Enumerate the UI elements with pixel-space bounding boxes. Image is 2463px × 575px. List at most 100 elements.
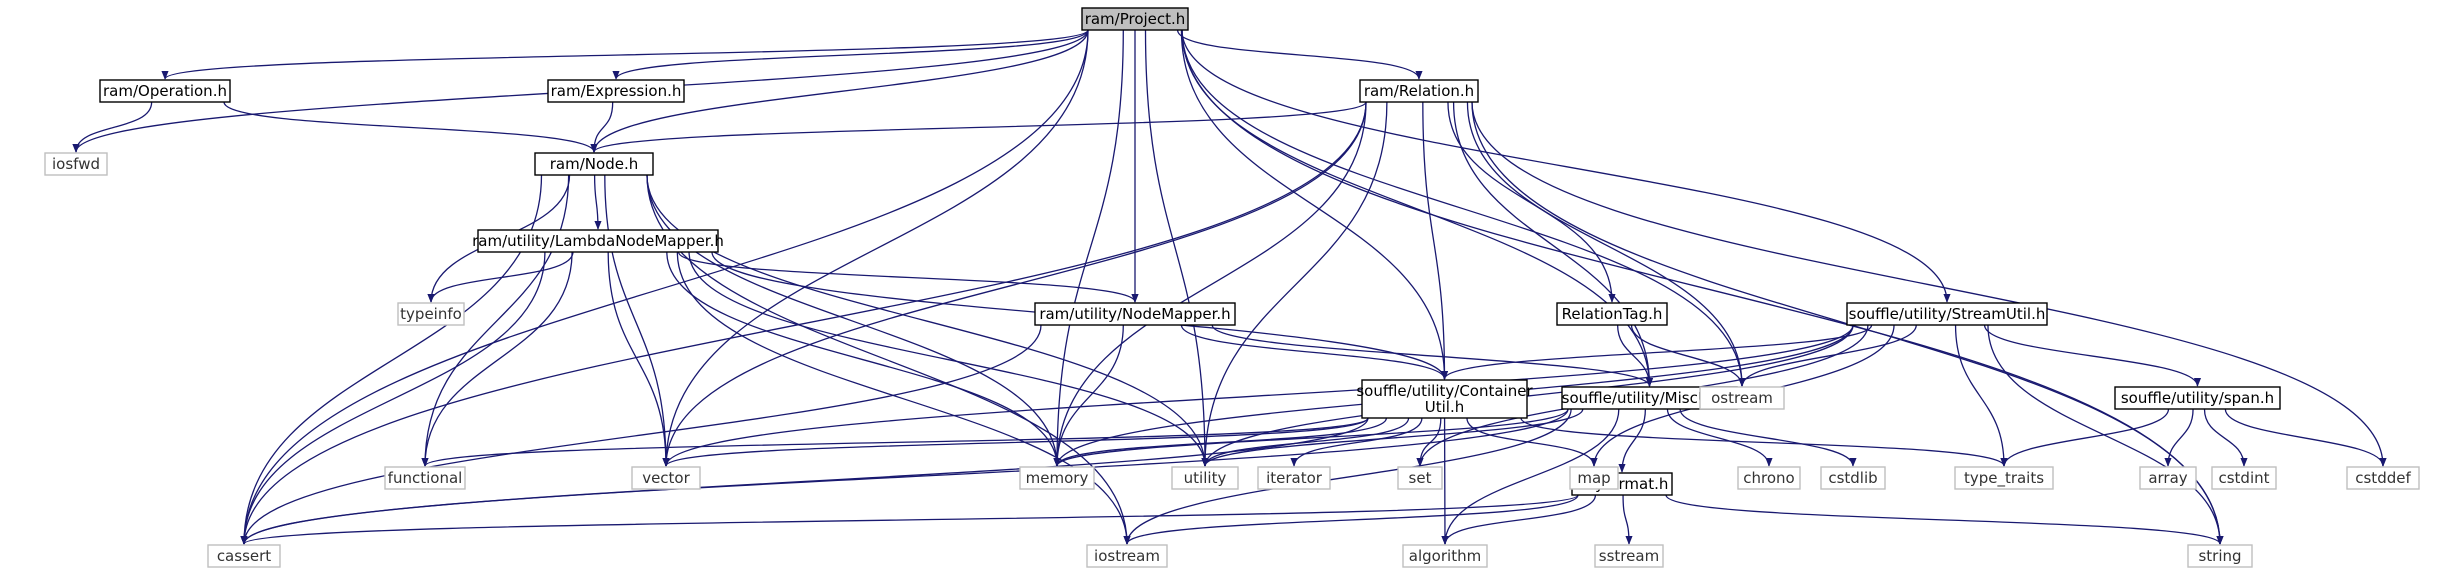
node-miscutil[interactable]: souffle/utility/MiscUtil.h [1561, 386, 1738, 410]
edge-lambdanm-to-memory [666, 251, 1061, 467]
node-box [2211, 466, 2277, 490]
edge-project-to-utility [1144, 29, 1209, 467]
edge-containerutil-to-utility [1201, 417, 1410, 467]
node-map: map [1569, 466, 1619, 490]
node-sstream: sstream [1594, 544, 1664, 568]
edge-tinyformat-to-string [1665, 494, 2224, 545]
node-box [1594, 544, 1664, 568]
node-string: string [2187, 544, 2253, 568]
node-label: ram/Operation.h [103, 82, 227, 100]
edge-project-to-string [1181, 29, 2224, 545]
node-iosfwd: iosfwd [44, 152, 108, 176]
node-box [477, 229, 719, 253]
node-set: set [1397, 466, 1443, 490]
node-label: array [2148, 469, 2187, 487]
edge-containerutil-to-functional [421, 417, 1369, 467]
node-box [2187, 544, 2253, 568]
node-box [1737, 466, 1801, 490]
node-label: ram/Node.h [550, 155, 638, 173]
node-box [534, 152, 654, 176]
edge-streamutil-to-utility [1201, 324, 1854, 467]
node-label: chrono [1743, 469, 1794, 487]
node-label: utility [1184, 469, 1227, 487]
edge-nodemapper-to-miscutil [1211, 324, 1653, 387]
edge-relation-to-ostream [1466, 101, 1746, 387]
node-box [1034, 302, 1236, 326]
edge-tinyformat-to-algorithm [1441, 494, 1597, 545]
edge-nodemapper-to-memory [1053, 324, 1124, 467]
node-label: ram/Relation.h [1364, 82, 1474, 100]
node-relation[interactable]: ram/Relation.h [1359, 79, 1479, 103]
edge-lambdanm-to-nodemapper [677, 251, 1139, 303]
node-box [1361, 379, 1528, 419]
node-box [1257, 466, 1331, 490]
node-label: algorithm [1409, 547, 1481, 565]
edge-miscutil-to-algorithm [1441, 408, 1620, 545]
node-box [2139, 466, 2197, 490]
edge-streamutil-to-vector [662, 324, 1854, 467]
node-label: Util.h [1425, 398, 1464, 416]
node-label: sstream [1599, 547, 1659, 565]
edge-streamutil-to-span [1983, 324, 2202, 387]
edge-lambdanm-to-functional [421, 251, 573, 467]
edge-project-to-memory [1053, 29, 1124, 467]
node-memory: memory [1019, 466, 1095, 490]
edge-streamutil-to-type_traits [1954, 324, 2008, 467]
node-box [1397, 466, 1443, 490]
edge-operation-to-node [223, 101, 598, 153]
edge-relation-to-node [590, 101, 1367, 153]
edge-containerutil-to-iterator [1290, 417, 1423, 467]
node-label: memory [1026, 469, 1089, 487]
edge-relation-to-memory [1053, 101, 1367, 467]
edge-node-to-memory [646, 174, 1061, 467]
edge-miscutil-to-iostream [1123, 408, 1572, 545]
dependency-edges [72, 29, 2387, 545]
node-label: map [1577, 469, 1610, 487]
node-box [1846, 302, 2048, 326]
node-label: ram/utility/NodeMapper.h [1039, 305, 1230, 323]
edge-project-to-expression [612, 29, 1089, 80]
node-lambdanm[interactable]: ram/utility/LambdaNodeMapper.h [472, 229, 724, 253]
node-label: cstdint [2218, 469, 2269, 487]
edge-operation-to-iosfwd [72, 101, 153, 153]
node-operation[interactable]: ram/Operation.h [99, 79, 231, 103]
node-label: ostream [1711, 389, 1773, 407]
node-typeinfo: typeinfo [397, 302, 465, 326]
node-label: ram/Project.h [1085, 10, 1186, 28]
node-box [2346, 466, 2420, 490]
edge-project-to-operation [161, 29, 1089, 80]
node-box [1402, 544, 1488, 568]
edge-tinyformat-to-iostream [1123, 494, 1579, 545]
node-type_traits: type_traits [1954, 466, 2054, 490]
node-project[interactable]: ram/Project.h [1081, 7, 1189, 31]
node-vector: vector [631, 466, 701, 490]
node-nodemapper[interactable]: ram/utility/NodeMapper.h [1034, 302, 1236, 326]
node-box [207, 544, 281, 568]
node-box [1359, 79, 1479, 103]
edge-miscutil-to-cstdlib [1679, 408, 1857, 467]
node-ostream: ostream [1699, 386, 1785, 410]
node-box [1954, 466, 2054, 490]
node-expression[interactable]: ram/Expression.h [547, 79, 685, 103]
edge-relationtag-to-ostream [1630, 324, 1746, 387]
node-box [1081, 7, 1189, 31]
node-streamutil[interactable]: souffle/utility/StreamUtil.h [1846, 302, 2048, 326]
node-relationtag[interactable]: RelationTag.h [1556, 302, 1668, 326]
node-node[interactable]: ram/Node.h [534, 152, 654, 176]
edge-project-to-vector [662, 29, 1089, 467]
node-box [1699, 386, 1785, 410]
edge-containerutil-to-memory [1053, 417, 1388, 467]
node-label: iosfwd [52, 155, 100, 173]
node-cstdlib: cstdlib [1820, 466, 1886, 490]
edge-project-to-containerutil [1180, 29, 1449, 380]
node-box [1569, 466, 1619, 490]
node-span[interactable]: souffle/utility/span.h [2114, 386, 2281, 410]
node-array: array [2139, 466, 2197, 490]
edge-nodemapper-to-containerutil [1180, 324, 1449, 380]
node-box [2114, 386, 2281, 410]
node-iostream: iostream [1086, 544, 1168, 568]
edge-node-to-lambdanm [593, 174, 602, 230]
edge-relation-to-cassert [240, 101, 1367, 545]
